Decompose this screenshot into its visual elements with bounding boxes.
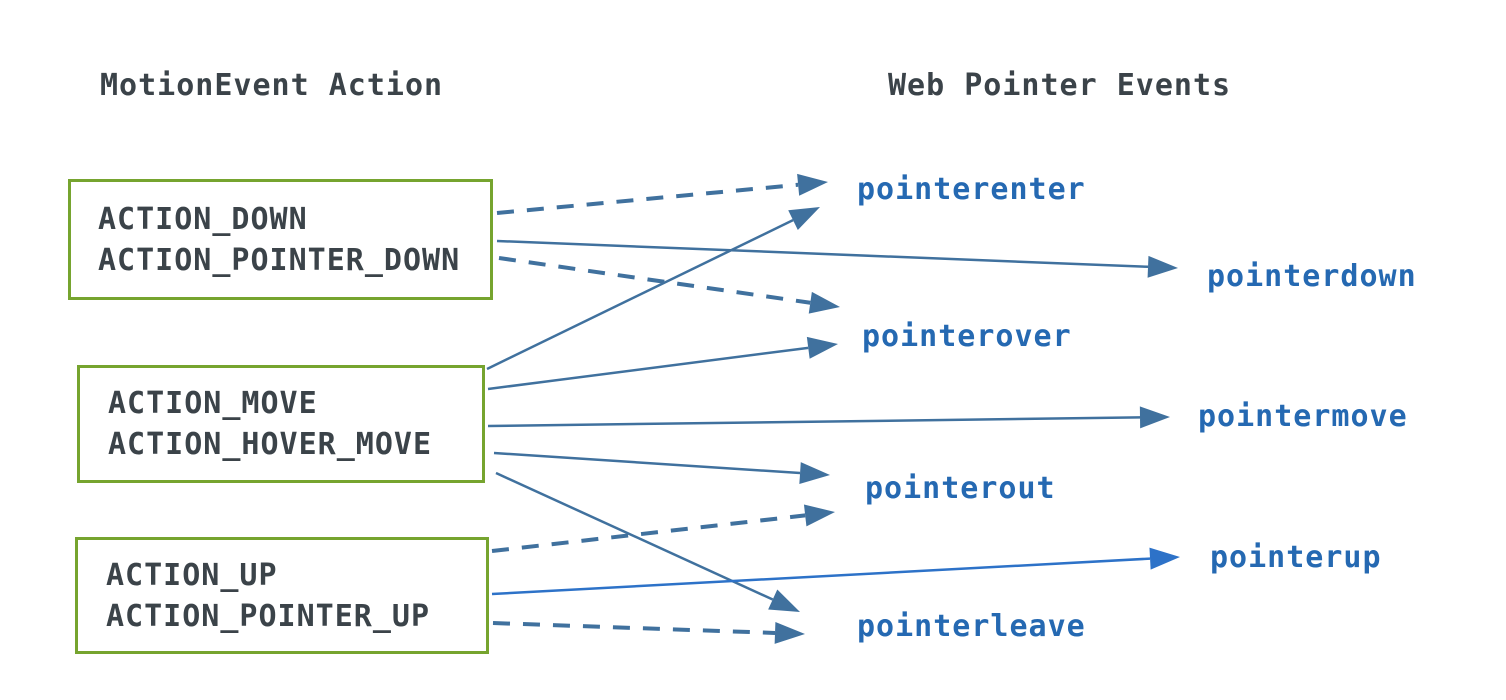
edge-action_down-to-pointerenter (496, 182, 799, 215)
action-box-move: ACTION_MOVE ACTION_HOVER_MOVE (77, 365, 485, 483)
edge-action_up-to-pointerleave (492, 621, 776, 635)
action-label: ACTION_DOWN (98, 201, 308, 237)
column-title-web-pointer-events: Web Pointer Events (888, 68, 1232, 103)
column-title-motionevent: MotionEvent Action (100, 68, 444, 103)
edge-action_move-to-pointerleave (495, 471, 774, 601)
event-label-pointerenter: pointerenter (857, 172, 1086, 207)
edge-action_move-to-pointermove (487, 416, 1141, 428)
arrowhead-icon (806, 336, 838, 359)
arrowhead-icon (768, 589, 800, 612)
event-label-pointerout: pointerout (865, 471, 1056, 506)
action-label: ACTION_POINTER_UP (106, 598, 431, 634)
event-label-pointerdown: pointerdown (1207, 259, 1417, 294)
edge-action_move-to-pointerover (487, 346, 809, 391)
event-label-pointerleave: pointerleave (857, 609, 1086, 644)
event-label-pointermove: pointermove (1198, 399, 1408, 434)
action-box-down: ACTION_DOWN ACTION_POINTER_DOWN (68, 179, 493, 300)
event-label-pointerover: pointerover (862, 319, 1072, 354)
edge-action_up-to-pointerup (491, 557, 1151, 596)
arrowhead-icon (1149, 547, 1180, 570)
edge-action_move-to-pointerenter (486, 218, 794, 371)
edge-action_move-to-pointerout (493, 451, 801, 475)
action-box-up: ACTION_UP ACTION_POINTER_UP (75, 537, 489, 654)
arrowhead-icon (1139, 406, 1170, 429)
edge-action_up-to-pointerout (491, 513, 806, 553)
arrowhead-icon (799, 462, 830, 485)
arrowhead-icon (774, 621, 805, 644)
edge-action_down-to-pointerdown (496, 239, 1149, 269)
action-label: ACTION_MOVE (108, 386, 318, 421)
event-label-pointerup: pointerup (1210, 540, 1382, 575)
arrowhead-icon (803, 504, 835, 527)
edge-action_down-to-pointerover (498, 256, 811, 305)
arrowhead-icon (1147, 255, 1178, 278)
arrowhead-icon (788, 207, 820, 231)
arrowhead-icon (797, 173, 828, 196)
arrowhead-icon (808, 291, 840, 314)
action-label: ACTION_UP (106, 557, 278, 593)
action-label: ACTION_POINTER_DOWN (98, 242, 461, 278)
action-label: ACTION_HOVER_MOVE (108, 427, 433, 462)
